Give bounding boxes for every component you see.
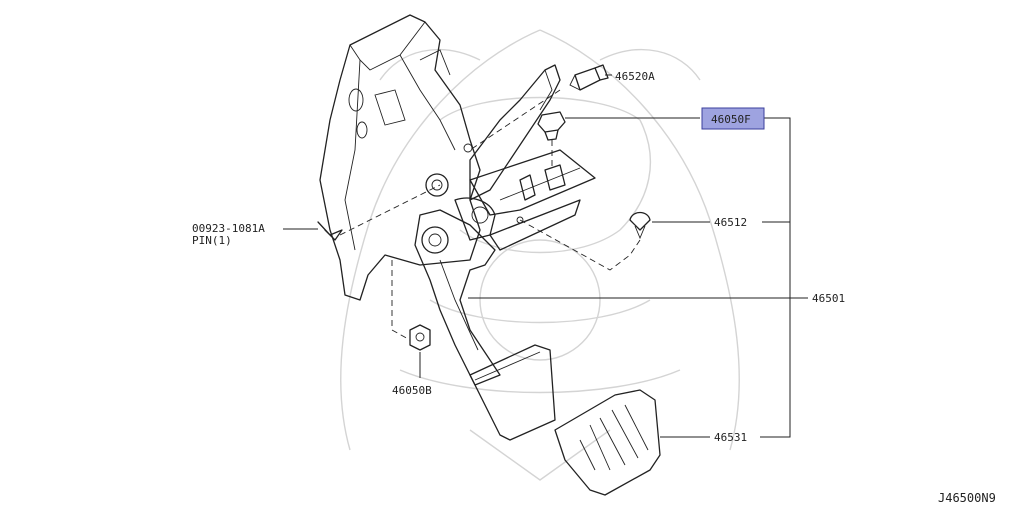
label-nut: 46050B (392, 384, 432, 397)
label-highlight-part[interactable]: 46050F (711, 113, 751, 126)
leader-lines (283, 74, 808, 438)
label-pin-sub: PIN(1) (192, 234, 232, 247)
label-pin-part: 00923-1081A (192, 222, 265, 235)
stopper (629, 211, 651, 240)
label-pivot-pin: 46520A (615, 70, 655, 83)
pedal-pad (554, 389, 661, 496)
label-stopper: 46512 (714, 216, 747, 229)
pivot-pin (569, 64, 609, 91)
pedal-plate (469, 344, 556, 441)
pivot-bosses (421, 173, 496, 254)
assembly-lines (339, 89, 641, 341)
hex-nut (409, 324, 431, 351)
snap-pin (317, 221, 343, 241)
upper-lever (463, 64, 561, 201)
pedal-arm (414, 209, 501, 386)
highlight-box (701, 107, 765, 130)
watermark-emblem (340, 29, 740, 481)
pedal-bracket (319, 14, 481, 301)
clip-nut (537, 111, 566, 141)
diagram-code: J46500N9 (938, 491, 996, 505)
label-pedal-assy: 46501 (812, 292, 845, 305)
switch-bracket (469, 149, 596, 251)
label-pad: 46531 (714, 431, 747, 444)
